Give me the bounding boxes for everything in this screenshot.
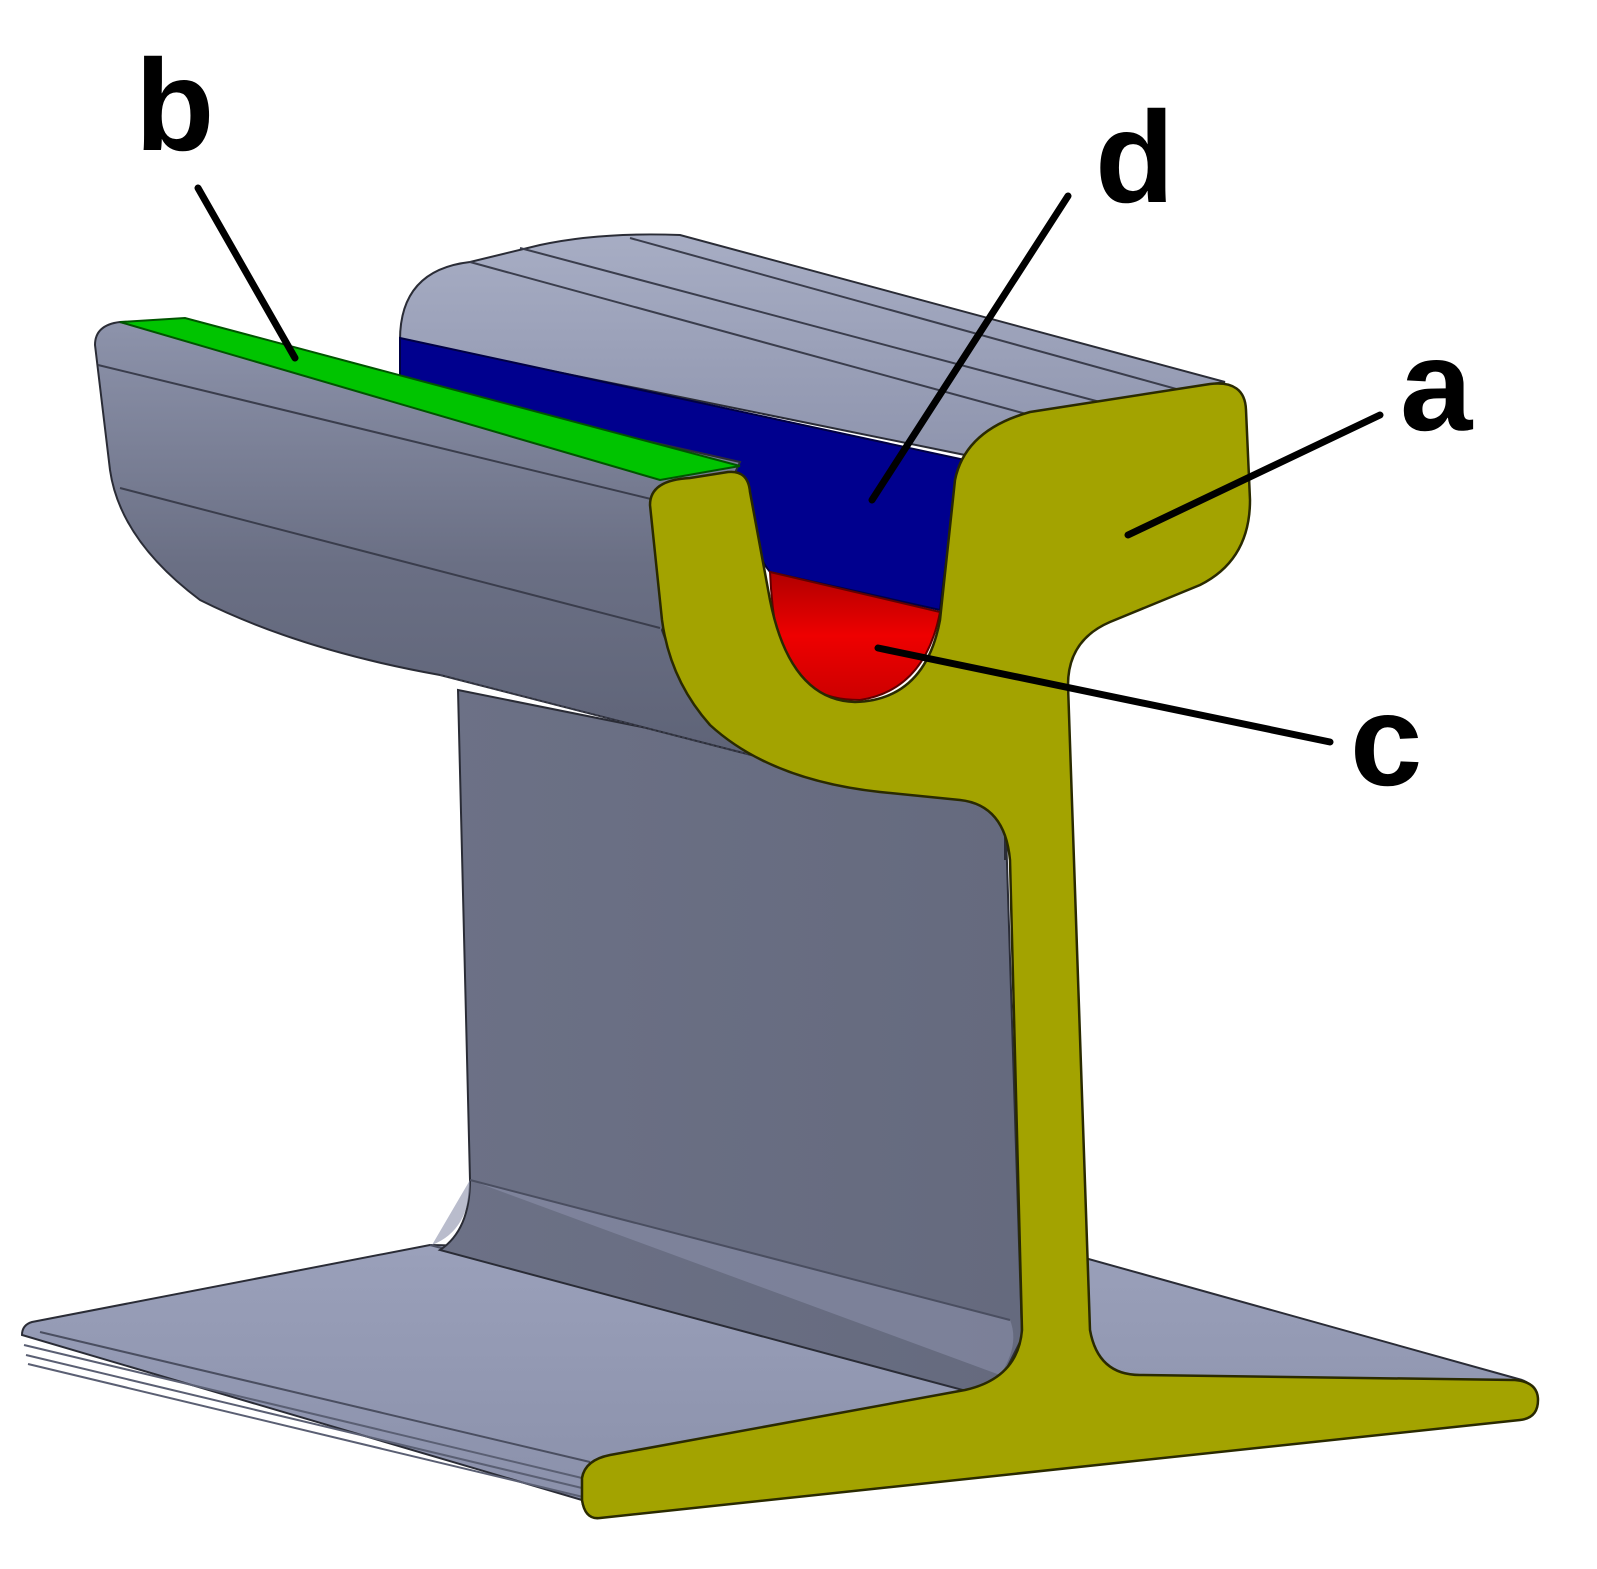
rail-head-top (398, 233, 1226, 457)
leader-line-d (868, 192, 1072, 504)
rail-cross-section (580, 382, 1540, 1520)
label-a: a (1400, 312, 1474, 458)
leader-line-b (194, 184, 299, 362)
leader-lines (194, 184, 1384, 746)
zone-b-lip-top (119, 316, 741, 482)
leader-line-c (874, 644, 1334, 746)
label-c: c (1350, 667, 1422, 813)
leader-line-a (1124, 411, 1384, 539)
label-d: d (1095, 84, 1174, 230)
label-b: b (135, 32, 214, 178)
